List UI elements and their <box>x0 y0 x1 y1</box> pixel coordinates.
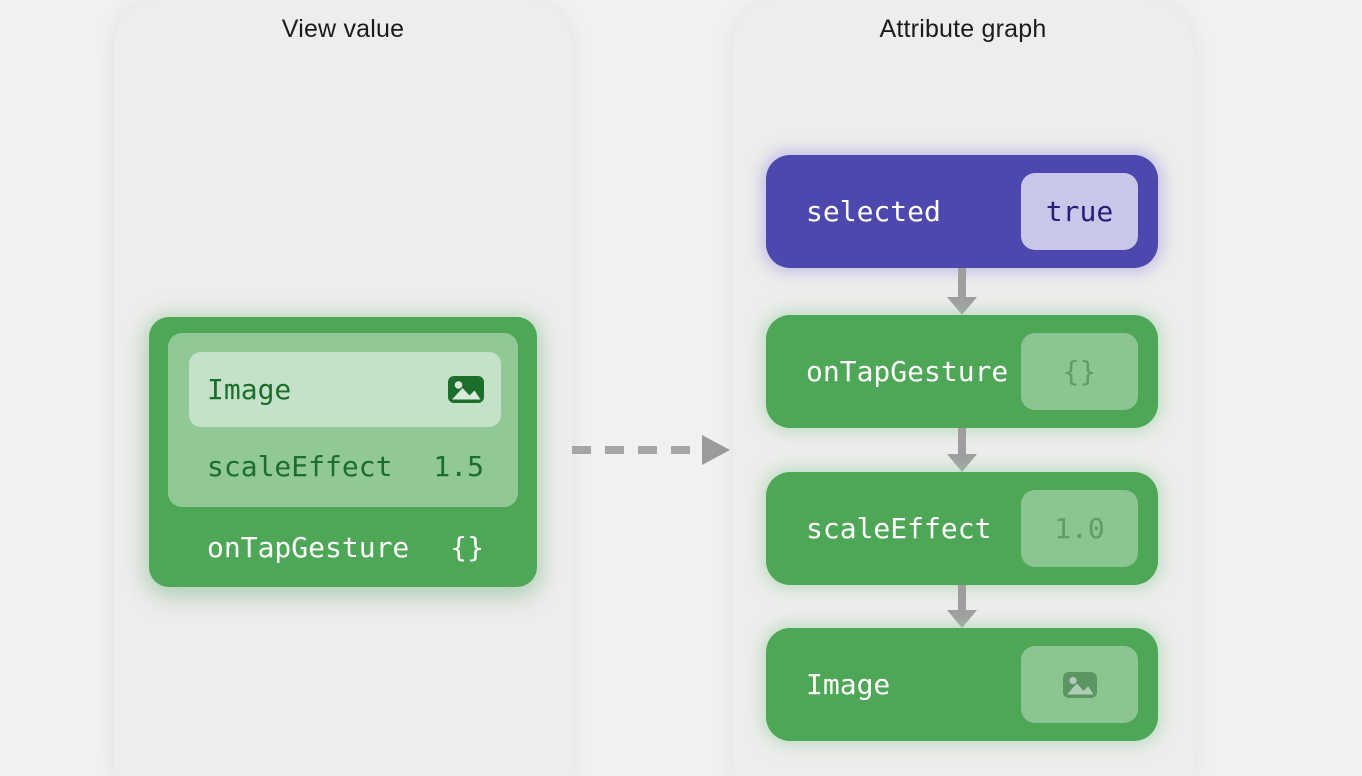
image-label: Image <box>207 373 292 406</box>
view-value-title: View value <box>281 15 405 43</box>
node-selected-value: true <box>1021 173 1138 250</box>
photo-icon <box>448 376 484 403</box>
scale-effect-row: scaleEffect 1.5 <box>189 427 501 506</box>
node-image-value-badge <box>1021 646 1138 723</box>
edge-arrow-scaleeffect-image <box>947 585 977 628</box>
view-to-graph-arrow <box>572 435 732 465</box>
edge-arrow-ontapgesture-scaleeffect <box>947 428 977 472</box>
on-tap-gesture-row: onTapGesture {} <box>189 507 501 587</box>
scale-effect-group: Image scaleEffect 1.5 <box>168 333 518 507</box>
image-row: Image <box>189 352 501 427</box>
photo-icon <box>1062 671 1097 698</box>
node-ontapgesture: onTapGesture {} <box>766 315 1158 428</box>
node-selected: selected true <box>766 155 1158 268</box>
node-scaleeffect-label: scaleEffect <box>806 512 992 545</box>
node-selected-label: selected <box>806 195 941 228</box>
attribute-graph-panel: Attribute graph selected true onTapGestu… <box>733 0 1193 776</box>
node-ontapgesture-value: {} <box>1021 333 1138 410</box>
node-ontapgesture-label: onTapGesture <box>806 355 1009 388</box>
view-value-panel: View value Image scaleEffect 1.5 <box>114 0 572 776</box>
edge-arrow-selected-ontapgesture <box>947 268 977 315</box>
node-scaleeffect: scaleEffect 1.0 <box>766 472 1158 585</box>
attribute-graph-title: Attribute graph <box>879 15 1047 43</box>
on-tap-gesture-label: onTapGesture <box>207 530 410 564</box>
node-image: Image <box>766 628 1158 741</box>
view-value-card: Image scaleEffect 1.5 onTapGesture <box>149 317 537 587</box>
node-image-label: Image <box>806 668 891 701</box>
on-tap-gesture-value: {} <box>450 530 484 564</box>
node-scaleeffect-value: 1.0 <box>1021 490 1138 567</box>
scale-effect-value: 1.5 <box>433 450 484 483</box>
scale-effect-label: scaleEffect <box>207 450 393 483</box>
